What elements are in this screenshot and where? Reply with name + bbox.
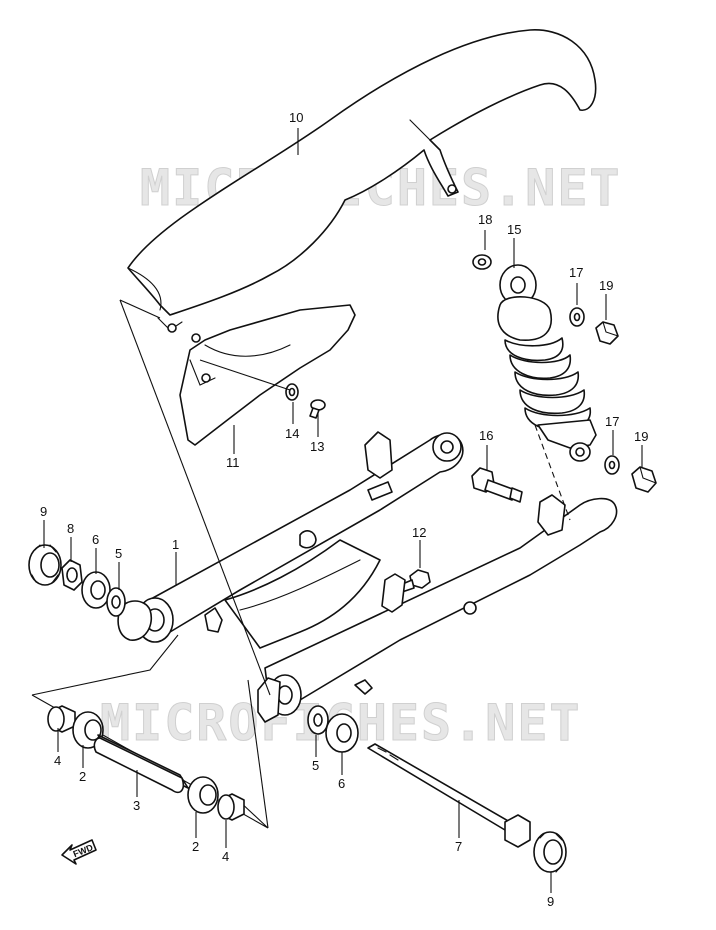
cap-9-right: [533, 831, 567, 873]
washer-17-bottom: [604, 455, 620, 475]
callout-2-right: 2: [192, 839, 199, 854]
callout-6-left: 6: [92, 532, 99, 547]
forward-label: FWD: [72, 842, 95, 859]
callout-5-left: 5: [115, 546, 122, 561]
bolt-16: [471, 467, 523, 503]
nut-8: [61, 559, 83, 591]
collar-4-left: [47, 705, 76, 733]
callout-13: 13: [310, 439, 324, 454]
callout-11: 11: [226, 455, 240, 470]
seal-6-left: [81, 571, 111, 609]
callout-17-top: 17: [569, 265, 583, 280]
chain-case: [127, 29, 597, 333]
screw-13: [309, 399, 326, 419]
bearing-2-left: [72, 711, 104, 749]
washer-5-left: [106, 587, 126, 617]
callout-16: 16: [479, 428, 493, 443]
callout-9-right: 9: [547, 894, 554, 909]
callout-2-left: 2: [79, 769, 86, 784]
exploded-outline-bearings: [31, 634, 269, 829]
forward-arrow-icon: FWD: [61, 839, 97, 865]
swingarm: [117, 431, 618, 723]
shock-spring: [504, 337, 592, 432]
callout-8: 8: [67, 521, 74, 536]
washer-5-right: [307, 705, 329, 735]
callout-9-left: 9: [40, 504, 47, 519]
pivot-shaft-7: [367, 743, 531, 848]
callout-6-right: 6: [338, 776, 345, 791]
cap-nut-19-top: [595, 321, 619, 345]
callout-14: 14: [285, 426, 299, 441]
washer-14: [285, 383, 299, 401]
callout-7: 7: [455, 839, 462, 854]
callout-5-right: 5: [312, 758, 319, 773]
bearing-2-right: [187, 776, 219, 814]
cap-9-left: [28, 544, 62, 586]
callout-19-bottom: 19: [634, 429, 648, 444]
callout-10: 10: [289, 110, 303, 125]
leader-lines: [43, 128, 643, 893]
callout-15: 15: [507, 222, 521, 237]
watermark-bottom: MICROFICHES.NET: [100, 694, 582, 752]
washer-18: [472, 254, 492, 270]
callout-4-right: 4: [222, 849, 229, 864]
callout-18: 18: [478, 212, 492, 227]
cap-nut-19-bottom: [631, 466, 657, 493]
washer-17-top: [569, 307, 585, 327]
seal-6-right: [325, 713, 359, 753]
callout-3: 3: [133, 798, 140, 813]
callout-12: 12: [412, 525, 426, 540]
callout-17-bottom: 17: [605, 414, 619, 429]
callouts: 10 18 15 17 19 14 13 11 17 19 16 12 1 9 …: [40, 110, 648, 909]
sleeve-3: [93, 734, 189, 794]
collar-4-right: [217, 793, 245, 821]
callout-19-top: 19: [599, 278, 613, 293]
exploded-outline-guard: [119, 299, 571, 696]
callout-1: 1: [172, 537, 179, 552]
callout-4-left: 4: [54, 753, 61, 768]
chain-guard: [179, 304, 356, 446]
rear-shock-absorber: [497, 264, 597, 462]
